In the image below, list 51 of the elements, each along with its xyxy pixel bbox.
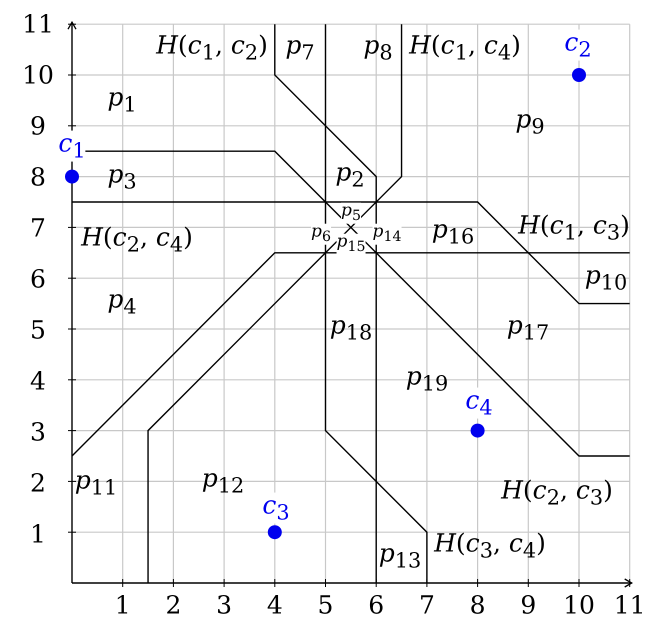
tick-label: 8: [30, 164, 46, 190]
point-label: c$_{2}$: [564, 30, 592, 60]
tick-label: 7: [30, 216, 46, 240]
region-label: p$_{3}$: [107, 162, 137, 192]
tick-label: 1: [30, 522, 46, 546]
tick-label: 9: [30, 114, 46, 138]
region-label: p$_{8}$: [363, 32, 393, 64]
tick-label: 3: [30, 420, 46, 444]
tick-label: 2: [165, 592, 182, 618]
tick-label: 9: [520, 592, 536, 618]
region-label: p$_{10}$: [584, 262, 628, 294]
tick-label: 6: [368, 592, 384, 618]
tick-label: 10: [563, 592, 595, 618]
tick-label: 7: [418, 592, 435, 618]
tick-label: 8: [470, 592, 486, 618]
tick-label: 4: [266, 592, 283, 618]
bisector-label: H(c$_{3}$, c$_{4}$): [434, 530, 546, 562]
tick-label: 3: [216, 592, 232, 618]
region-label: p$_{15}$: [336, 234, 366, 254]
tick-label: 2: [30, 470, 46, 496]
tick-label: 4: [30, 368, 46, 394]
point-label: c$_{3}$: [262, 492, 290, 524]
region-label: p$_{5}$: [341, 202, 361, 224]
region-label: p$_{4}$: [107, 286, 137, 318]
tick-label: 11: [614, 592, 646, 618]
region-label: p$_{11}$: [74, 468, 118, 498]
tick-label: 5: [30, 318, 46, 342]
tick-label: 6: [30, 266, 46, 292]
point-label: c$_{4}$: [465, 388, 493, 418]
point-label: c$_{1}$: [58, 130, 86, 162]
tick-label: 1: [114, 592, 131, 618]
tick-label: 10: [22, 62, 54, 88]
bisector-label: H(c$_{2}$, c$_{4}$): [81, 224, 193, 256]
region-label: p$_{6}$: [311, 224, 331, 244]
region-label: p$_{12}$: [202, 466, 244, 496]
region-label: p$_{14}$: [372, 224, 402, 244]
bisector-label: H(c$_{1}$, c$_{4}$): [409, 32, 521, 64]
bisector-label: H(c$_{1}$, c$_{2}$): [156, 32, 268, 64]
region-label: p$_{2}$: [335, 160, 365, 190]
bisector-label: H(c$_{2}$, c$_{3}$): [501, 478, 613, 508]
bisector-label: H(c$_{1}$, c$_{3}$): [518, 212, 630, 244]
region-label: p$_{7}$: [285, 32, 315, 64]
region-label: p$_{19}$: [406, 364, 448, 394]
tick-label: 11: [22, 12, 54, 36]
tick-label: 5: [318, 592, 334, 618]
region-label: p$_{13}$: [378, 540, 422, 572]
region-label: p$_{17}$: [506, 312, 550, 344]
region-label: p$_{9}$: [515, 106, 545, 138]
region-label: p$_{16}$: [432, 216, 474, 248]
region-label: p$_{18}$: [330, 312, 372, 344]
region-label: p$_{1}$: [107, 84, 137, 116]
